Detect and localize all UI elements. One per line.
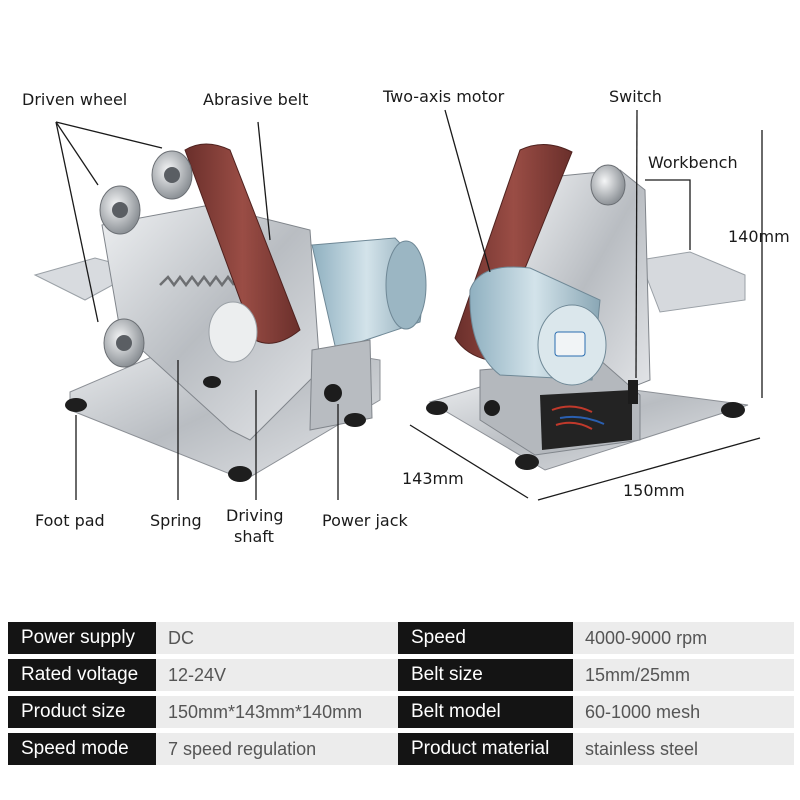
label-workbench: Workbench <box>648 153 738 172</box>
label-driving-shaft-line2: shaft <box>234 527 274 546</box>
spec-key: Rated voltage <box>8 659 156 691</box>
label-width-dimension: 150mm <box>623 481 685 500</box>
spec-value: 7 speed regulation <box>156 733 398 765</box>
spec-value: 4000-9000 rpm <box>573 622 794 654</box>
label-height-dimension: 140mm <box>728 227 790 246</box>
label-switch: Switch <box>609 87 662 106</box>
spec-key: Power supply <box>8 622 156 654</box>
product-diagram: Driven wheel Abrasive belt Two-axis moto… <box>22 87 790 546</box>
label-spring: Spring <box>150 511 202 530</box>
spec-value: DC <box>156 622 398 654</box>
right-machine-view <box>426 144 749 471</box>
left-machine-view <box>33 143 427 482</box>
label-driving-shaft-line1: Driving <box>226 506 284 525</box>
spec-value: 12-24V <box>156 659 398 691</box>
spec-key: Belt size <box>398 659 573 691</box>
spec-key: Speed <box>398 622 573 654</box>
driven-wheels <box>99 150 193 368</box>
spec-key: Speed mode <box>8 733 156 765</box>
spec-row: Product size 150mm*143mm*140mm Belt mode… <box>8 696 794 728</box>
spec-value: stainless steel <box>573 733 794 765</box>
spec-row: Rated voltage 12-24V Belt size 15mm/25mm <box>8 659 794 691</box>
label-driven-wheel: Driven wheel <box>22 90 127 109</box>
label-depth-dimension: 143mm <box>402 469 464 488</box>
spec-key: Product size <box>8 696 156 728</box>
spec-row: Speed mode 7 speed regulation Product ma… <box>8 733 794 765</box>
leader-lines <box>55 109 763 501</box>
label-abrasive-belt: Abrasive belt <box>203 90 308 109</box>
spec-table: Power supply DC Speed 4000-9000 rpm Rate… <box>8 622 794 770</box>
spec-value: 15mm/25mm <box>573 659 794 691</box>
label-power-jack: Power jack <box>322 511 409 530</box>
spec-key: Belt model <box>398 696 573 728</box>
spec-key: Product material <box>398 733 573 765</box>
spec-row: Power supply DC Speed 4000-9000 rpm <box>8 622 794 654</box>
spec-value: 60-1000 mesh <box>573 696 794 728</box>
spec-value: 150mm*143mm*140mm <box>156 696 398 728</box>
label-foot-pad: Foot pad <box>35 511 105 530</box>
label-two-axis-motor: Two-axis motor <box>382 87 505 106</box>
